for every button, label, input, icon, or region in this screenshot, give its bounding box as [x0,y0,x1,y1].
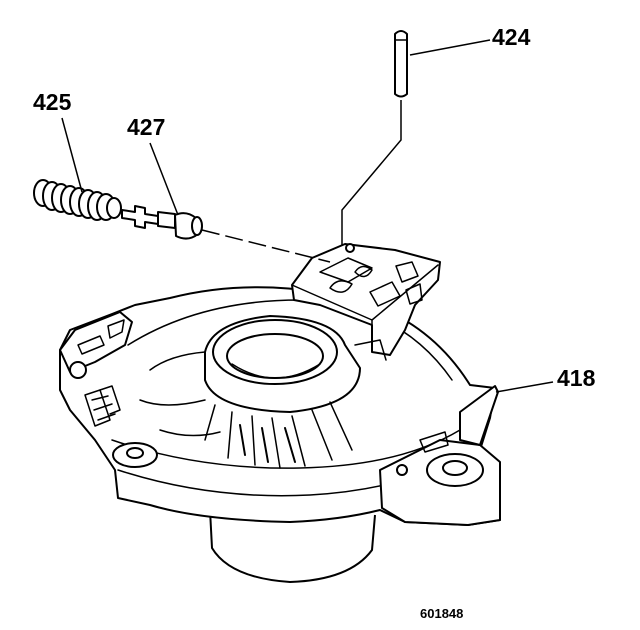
housing-418 [59,243,501,583]
leader-425 [61,117,83,193]
pin-424 [394,30,408,98]
callout-427: 427 [127,114,165,140]
figure-number: 601848 [420,606,463,621]
valve-427 [121,205,203,240]
callout-425: 425 [33,89,72,115]
pin-centerline [341,100,402,245]
leader-418 [495,381,554,393]
valve-centerline [201,229,331,263]
callout-418: 418 [557,365,596,391]
leader-424 [409,39,491,56]
spring-425 [33,179,122,221]
callout-424: 424 [492,24,531,50]
leader-427 [149,142,179,216]
